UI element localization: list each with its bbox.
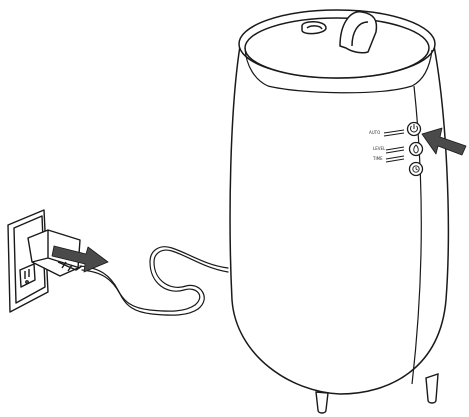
- timer-button[interactable]: [408, 161, 424, 177]
- panel-label-auto: AUTO: [369, 130, 380, 135]
- control-panel: AUTO LEVEL TIME: [369, 121, 424, 177]
- clock-icon: [412, 165, 420, 173]
- indicator-line-time: [385, 155, 405, 160]
- indicator-line-auto: [383, 129, 405, 134]
- lid-handle: [301, 11, 378, 54]
- power-icon: [410, 125, 418, 133]
- humidifier-lid: [238, 9, 436, 94]
- humidifier-legs: [315, 373, 439, 414]
- power-cord: [79, 246, 229, 316]
- indicator-line-time-2: [385, 158, 405, 163]
- indicator-line-level: [385, 146, 405, 151]
- press-button-arrow: [421, 127, 467, 156]
- indicator-line-level-2: [385, 149, 405, 154]
- unplug-arrow: [51, 245, 109, 273]
- indicator-line-auto-2: [383, 132, 405, 137]
- panel-label-time: TIME: [372, 156, 383, 161]
- panel-label-level: LEVEL: [373, 146, 386, 151]
- power-button[interactable]: [406, 121, 422, 137]
- droplet-icon: [413, 144, 419, 154]
- humidifier-body: [229, 45, 450, 395]
- mist-level-button[interactable]: [408, 141, 424, 157]
